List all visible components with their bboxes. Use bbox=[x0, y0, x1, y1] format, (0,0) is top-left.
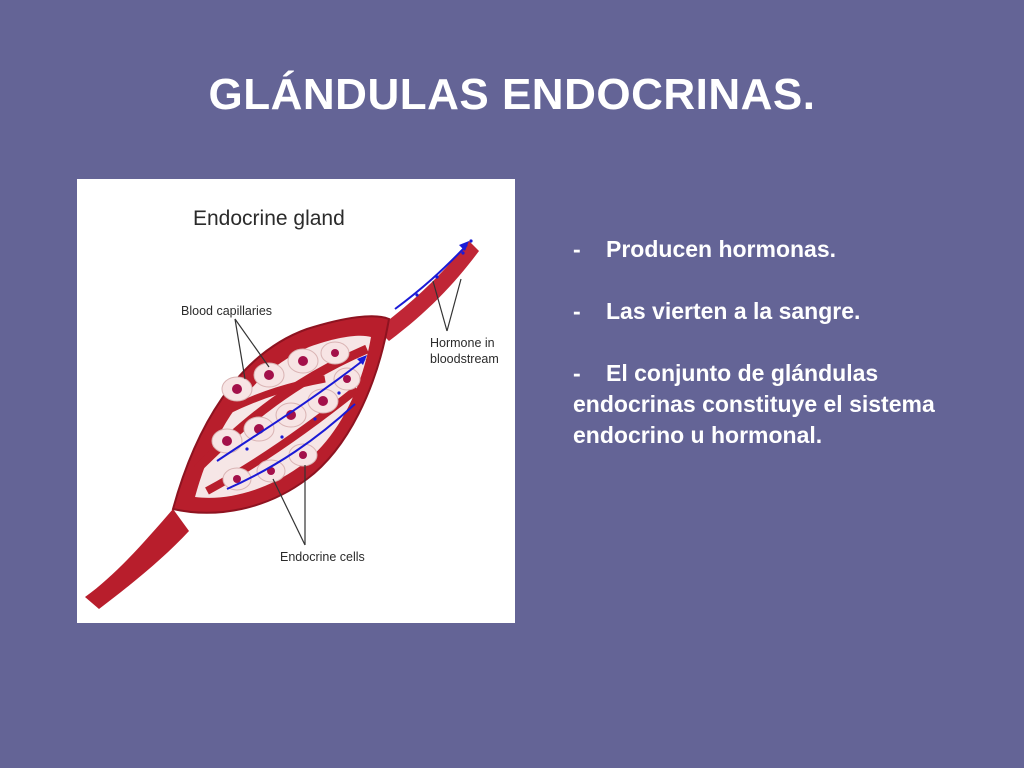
hormone-dots bbox=[245, 239, 473, 451]
bullet-item: -Las vierten a la sangre. bbox=[573, 296, 993, 327]
leader-line bbox=[272, 478, 306, 546]
cell-nucleus bbox=[222, 436, 232, 446]
hormone-arrow bbox=[216, 358, 366, 462]
hormone-dot bbox=[469, 239, 473, 243]
bullet-dash: - bbox=[573, 360, 581, 386]
capillary-branch bbox=[225, 375, 326, 415]
label-blood-capillaries: Blood capillaries bbox=[181, 304, 272, 318]
cell-nucleus bbox=[318, 396, 328, 406]
cell-nucleus bbox=[233, 475, 241, 483]
cell-nucleus bbox=[298, 356, 308, 366]
leader-lines bbox=[234, 278, 462, 546]
cell-nucleus bbox=[286, 410, 296, 420]
bullet-item: -Producen hormonas. bbox=[573, 234, 993, 265]
hormone-arrow bbox=[226, 403, 356, 490]
cell-nucleus bbox=[299, 451, 307, 459]
arrowhead bbox=[459, 241, 469, 251]
arrowhead bbox=[357, 355, 367, 365]
hormone-flow bbox=[216, 241, 469, 490]
bullet-dash: - bbox=[573, 298, 581, 324]
leader-line bbox=[432, 280, 448, 332]
hormone-dot bbox=[313, 417, 317, 421]
bullet-item: -El conjunto de glándulas endocrinas con… bbox=[573, 358, 993, 451]
hormone-dot bbox=[415, 293, 419, 297]
figure-title: Endocrine gland bbox=[193, 207, 345, 230]
vessel-outflow bbox=[377, 241, 479, 341]
leader-line bbox=[234, 318, 246, 380]
label-hormone-line1: Hormone in bbox=[430, 336, 495, 350]
hormone-dot bbox=[461, 251, 465, 255]
slide-title: GLÁNDULAS ENDOCRINAS. bbox=[208, 70, 816, 119]
hormone-dot bbox=[280, 435, 284, 439]
hormone-dot bbox=[245, 447, 249, 451]
label-hormone-line2: bloodstream bbox=[430, 352, 499, 366]
hormone-dot bbox=[435, 275, 439, 279]
leader-line bbox=[234, 318, 270, 368]
cell-nuclei bbox=[222, 349, 351, 483]
bullet-dash: - bbox=[573, 236, 581, 262]
cell-nucleus bbox=[331, 349, 339, 357]
hormone-dot bbox=[337, 391, 341, 395]
leader-line bbox=[446, 278, 462, 332]
bullet-text: El conjunto de glándulas endocrinas cons… bbox=[573, 360, 935, 448]
cell-nucleus bbox=[267, 467, 275, 475]
endocrine-gland-diagram: Endocrine gland bbox=[85, 207, 499, 609]
bullet-text: Las vierten a la sangre. bbox=[606, 298, 861, 324]
cell-nucleus bbox=[232, 384, 242, 394]
label-endocrine-cells: Endocrine cells bbox=[280, 550, 365, 564]
hormone-arrow bbox=[394, 244, 468, 310]
endocrine-gland-figure: Endocrine gland bbox=[77, 179, 515, 623]
cell-nucleus bbox=[343, 375, 351, 383]
cell-nucleus bbox=[264, 370, 274, 380]
vessel-trunk bbox=[85, 509, 189, 609]
bullet-list: -Producen hormonas. -Las vierten a la sa… bbox=[573, 234, 993, 482]
bullet-text: Producen hormonas. bbox=[606, 236, 837, 262]
